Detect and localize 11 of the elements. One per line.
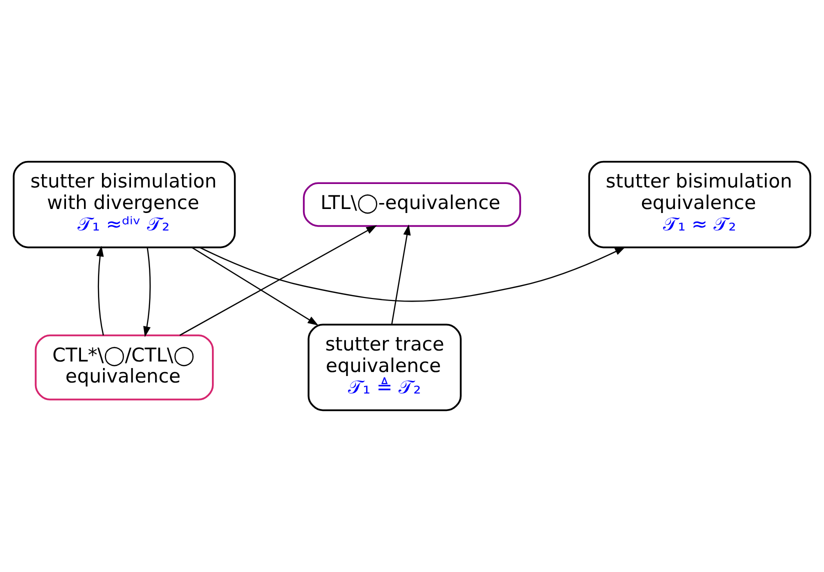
arrow: [143, 247, 151, 338]
node-box: stutter bisimulation equivalence 𝒯₁ ≈ 𝒯₂: [588, 160, 812, 248]
arrow: [96, 246, 104, 336]
arrow: [192, 247, 318, 326]
node-box: LTL\◯-equivalence: [302, 182, 522, 227]
arrow: [179, 225, 377, 336]
node-box: CTL*\◯/CTL\◯ equivalence: [34, 334, 214, 400]
arrow: [200, 246, 626, 302]
node-box: stutter bisimulation with divergence 𝒯₁ ≈ᵈⁱᵛ 𝒯₂: [12, 160, 236, 248]
arrow: [391, 224, 411, 325]
node-box: stutter trace equivalence 𝒯₁ ≜ 𝒯₂: [308, 324, 462, 412]
